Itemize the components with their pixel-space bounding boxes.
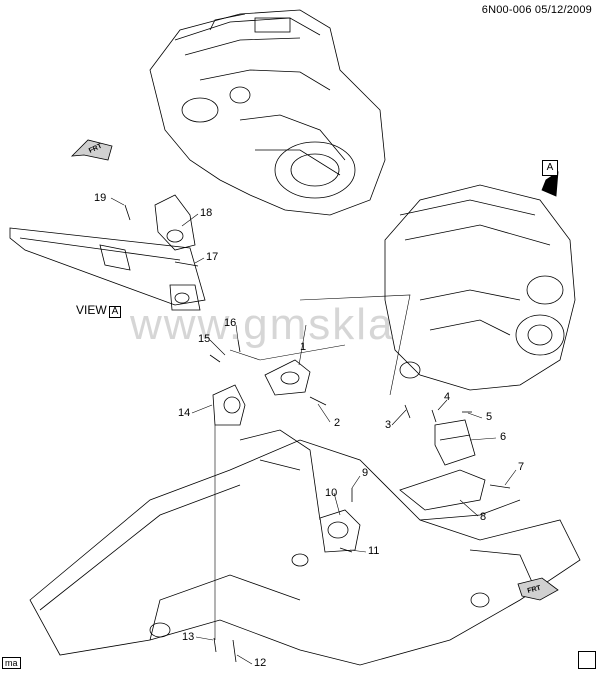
bracket-18 <box>154 194 196 251</box>
callout-7: 7 <box>518 461 525 473</box>
callout-17: 17 <box>206 251 219 263</box>
callout-1: 1 <box>300 341 307 353</box>
reference-code: 6N00-006 05/12/2009 <box>481 4 592 16</box>
callout-8: 8 <box>480 511 487 523</box>
corner-logo-icon <box>578 651 596 669</box>
callout-19: 19 <box>94 192 107 204</box>
callout-11: 11 <box>368 545 380 557</box>
engine-cradle-frame <box>29 429 581 666</box>
view-label-letter: A <box>108 306 122 318</box>
front-arrow-bottom-right <box>517 577 559 601</box>
lower-engine-illustration <box>384 184 576 391</box>
callout-10: 10 <box>325 487 338 499</box>
callout-18: 18 <box>200 207 213 219</box>
corner-tag: ma <box>2 657 21 669</box>
callout-4: 4 <box>444 391 451 403</box>
callout-5: 5 <box>486 411 493 423</box>
watermark: www.gmskla <box>130 300 395 349</box>
frt-label-bottom: FRT <box>527 584 543 594</box>
view-marker: A <box>542 160 558 176</box>
upper-cross-member <box>9 227 206 311</box>
callout-14: 14 <box>178 407 191 419</box>
mount-6 <box>434 419 476 466</box>
front-arrow-top-left <box>70 139 113 161</box>
callout-2: 2 <box>334 417 341 429</box>
callout-6: 6 <box>500 431 507 443</box>
mount-14 <box>212 384 246 426</box>
callout-12: 12 <box>254 657 267 669</box>
callout-16: 16 <box>224 317 237 329</box>
mount-10 <box>319 509 361 553</box>
bolts <box>124 204 511 663</box>
bracket-8 <box>399 469 486 511</box>
callout-9: 9 <box>362 467 369 479</box>
mount-1 <box>264 359 311 396</box>
view-label-text: VIEW <box>76 303 107 317</box>
callout-15: 15 <box>198 333 211 345</box>
leader-lines <box>110 197 517 665</box>
upper-engine-illustration <box>149 9 386 216</box>
callout-13: 13 <box>182 631 195 643</box>
callout-3: 3 <box>385 419 392 431</box>
